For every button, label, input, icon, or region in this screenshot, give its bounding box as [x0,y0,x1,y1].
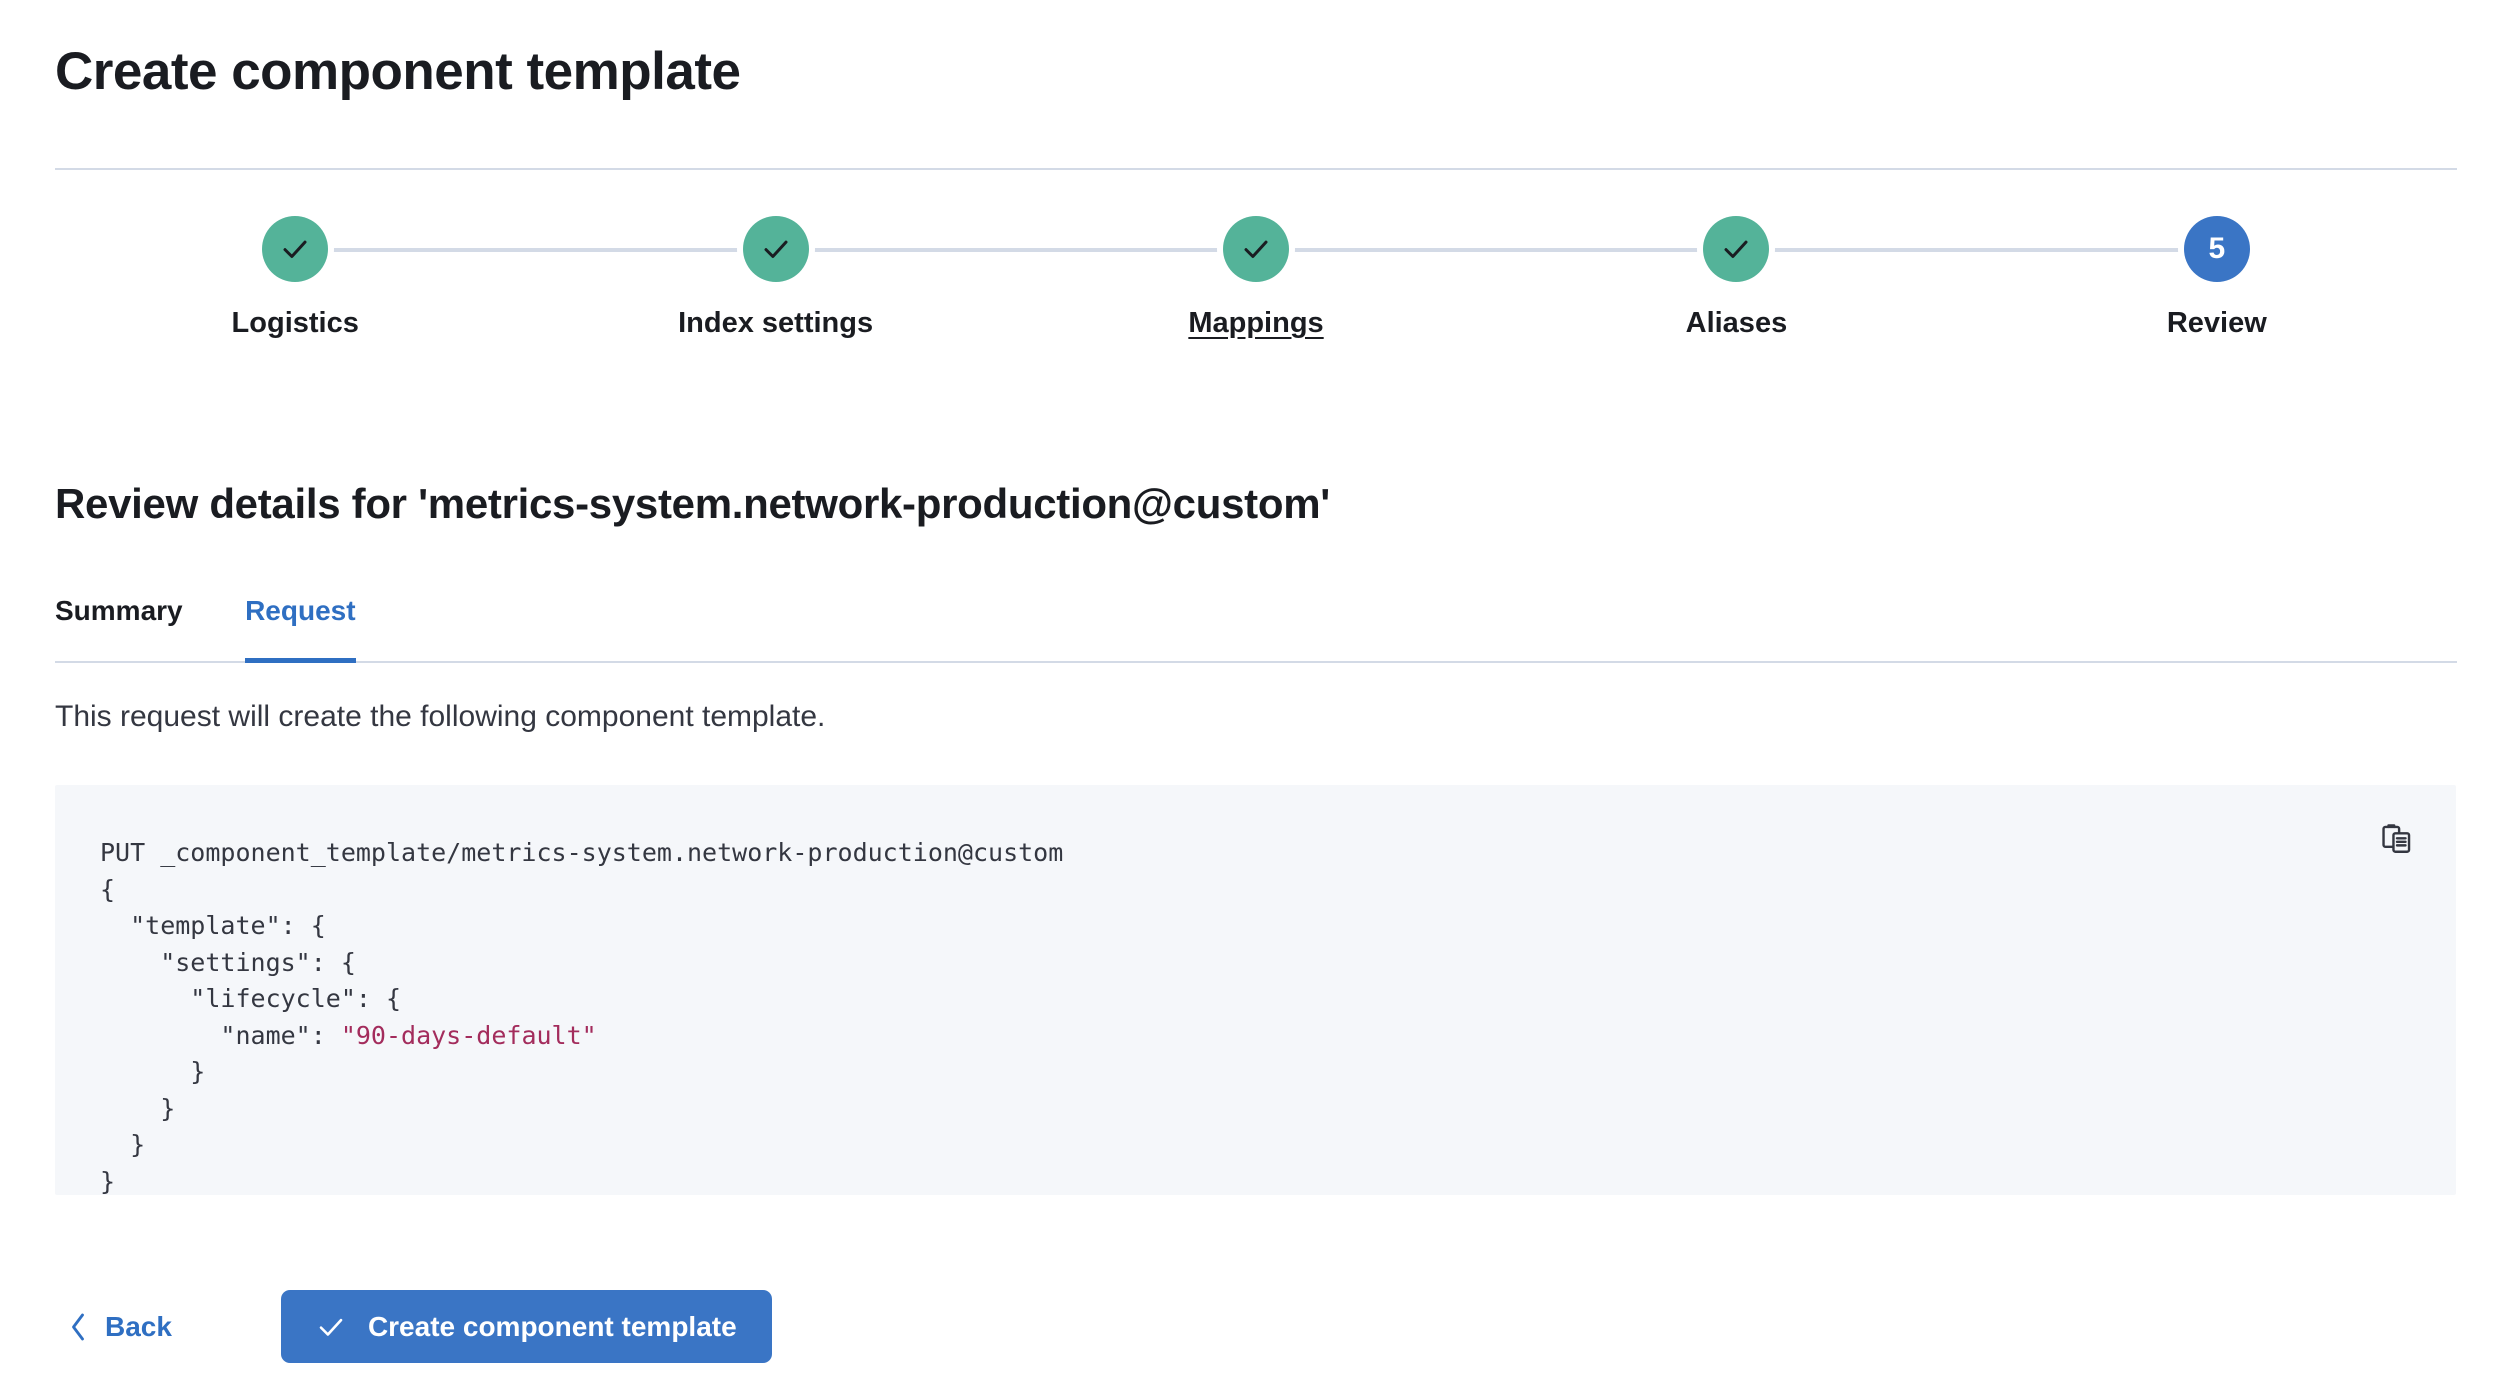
wizard-step-index-settings[interactable]: Index settings [535,216,1257,340]
review-heading: Review details for 'metrics-system.netwo… [55,480,1330,527]
check-icon [1724,240,1748,258]
step-label-review[interactable]: Review [2166,307,2267,339]
chevron-left-icon [72,1313,84,1340]
review-tabs: Summary Request [55,595,2457,663]
step-number-5: 5 [2208,232,2226,265]
step-status-circle-5: 5 [2183,216,2250,282]
code-line-5: "lifecycle": { [100,984,402,1013]
step-connector-line [1736,248,2217,252]
request-code-block: PUT _component_template/metrics-system.n… [55,785,2456,1196]
step-label-index-settings[interactable]: Index settings [678,307,874,339]
tabs-underline [55,661,2457,663]
wizard-step-indicator: Logistics Index settings Mappings [55,216,2457,390]
step-status-circle-1 [262,216,329,282]
step-label-mappings[interactable]: Mappings [1188,307,1324,339]
step-connector-line [1256,248,1737,252]
create-button-label: Create component template [367,1310,737,1342]
code-line-1: PUT _component_template/metrics-system.n… [100,838,1064,867]
back-button[interactable]: Back [55,1311,192,1343]
code-line-6-key: "name": [100,1020,341,1050]
step-connector-line [295,248,776,252]
copy-to-clipboard-button[interactable] [2368,810,2426,868]
code-line-6-value: "90-days-default" [340,1020,597,1050]
code-line-8: } [100,1093,176,1123]
wizard-step-mappings[interactable]: Mappings [1016,216,1737,340]
check-icon [319,1318,343,1336]
code-line-2: { [100,874,116,904]
code-line-7: } [100,1057,206,1086]
check-icon [1244,240,1268,258]
title-divider [55,168,2457,170]
request-code-content: PUT _component_template/metrics-system.n… [100,835,1063,1200]
check-icon [764,240,788,258]
code-line-9: } [100,1130,146,1159]
back-button-label: Back [105,1310,172,1342]
step-status-circle-2 [742,216,809,282]
wizard-footer-actions: Back Create component template [55,1290,772,1363]
create-component-template-button[interactable]: Create component template [280,1290,772,1363]
tab-summary[interactable]: Summary [55,595,183,663]
step-status-circle-3 [1223,216,1290,282]
request-description: This request will create the following c… [55,700,826,733]
wizard-step-track: Logistics Index settings Mappings [55,216,2457,339]
wizard-step-review[interactable]: 5 Review [1977,216,2457,340]
step-connector-line [775,248,1257,252]
code-line-10: } [100,1166,116,1196]
step-label-logistics[interactable]: Logistics [231,307,359,339]
page-title: Create component template [55,42,741,101]
code-line-4: "settings": { [100,947,356,977]
wizard-step-aliases[interactable]: Aliases [1496,216,2217,340]
code-line-3: "template": { [100,911,326,940]
check-icon [283,240,307,258]
step-status-circle-4 [1703,216,1770,282]
copy-clipboard-icon [2382,824,2411,853]
step-label-aliases[interactable]: Aliases [1685,307,1788,339]
wizard-step-logistics[interactable]: Logistics [55,216,776,340]
tab-request[interactable]: Request [245,595,357,663]
